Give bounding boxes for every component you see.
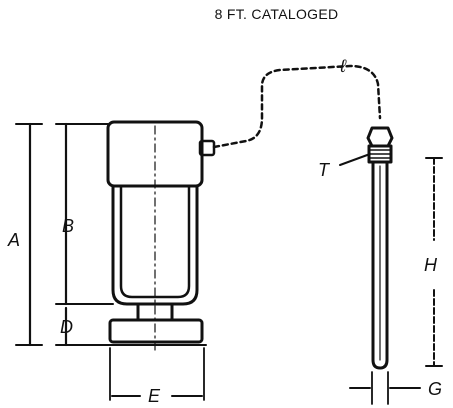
bulb-tube <box>371 160 389 370</box>
label-capillary-length: ℓ <box>339 56 347 76</box>
label-E: E <box>148 386 161 406</box>
label-T: T <box>318 160 331 180</box>
u-frame-inner <box>119 184 191 299</box>
bulb-hex-nut <box>366 126 394 148</box>
sensing-bulb-unit <box>366 126 394 370</box>
controller-neck <box>136 302 174 322</box>
u-frame-outer <box>111 184 199 306</box>
controller-base <box>108 318 204 344</box>
label-D: D <box>60 317 73 337</box>
dim-T-leader <box>339 153 371 166</box>
dimension-lines <box>15 122 443 405</box>
capillary-tube <box>212 64 382 149</box>
label-B: B <box>62 216 74 236</box>
label-G: G <box>428 379 442 399</box>
label-H: H <box>424 255 438 275</box>
label-A: A <box>7 230 20 250</box>
controller-unit <box>106 120 216 353</box>
diagram-caption: 8 FT. CATALOGED <box>214 6 339 22</box>
